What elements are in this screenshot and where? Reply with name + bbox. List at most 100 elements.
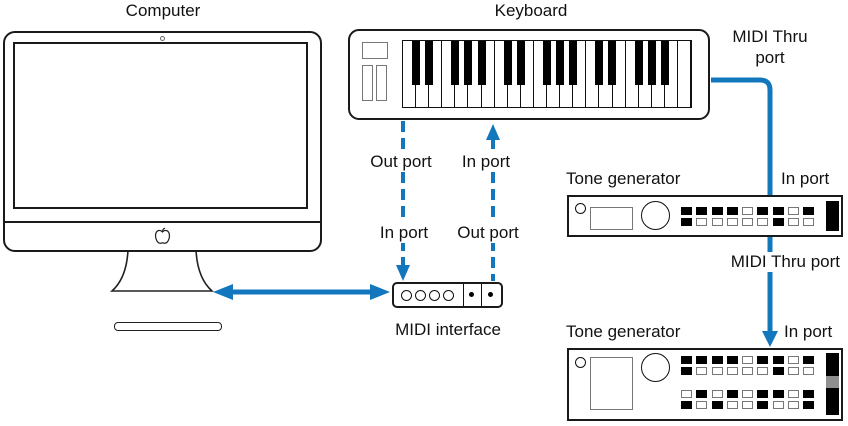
computer-title: Computer	[125, 1, 201, 20]
button-lit	[711, 356, 723, 364]
monitor-stand	[109, 249, 215, 292]
button	[696, 367, 708, 375]
button	[696, 401, 708, 409]
interface-to-keyboard-cable	[486, 124, 500, 281]
white-key	[677, 41, 692, 107]
button-lit	[696, 207, 708, 215]
button	[742, 401, 754, 409]
interface-port-hole	[415, 290, 426, 301]
tg2-display	[590, 357, 633, 410]
button	[788, 218, 800, 226]
out-port-label-lower: Out port	[445, 223, 531, 243]
button-lit	[757, 207, 769, 215]
tg1-knob	[641, 201, 670, 230]
tone-generator-2	[567, 348, 843, 421]
button	[742, 218, 754, 226]
black-key	[595, 41, 604, 85]
midi-keyboard	[348, 29, 710, 120]
button	[803, 367, 815, 375]
mod-wheel	[376, 65, 387, 101]
interface-divider	[463, 284, 464, 306]
out-port-label-upper: Out port	[358, 152, 444, 172]
button-lit	[803, 401, 815, 409]
button-lit	[803, 207, 815, 215]
interface-jack-dot	[469, 292, 474, 297]
tg1-buttons	[681, 207, 815, 229]
interface-port-hole	[429, 290, 440, 301]
interface-divider	[481, 284, 482, 306]
button-lit	[772, 367, 784, 375]
button-lit	[711, 401, 723, 409]
black-key	[425, 41, 434, 85]
button	[742, 356, 754, 364]
midi-thru-port-label-mid: MIDI Thru port	[700, 252, 842, 272]
arrowhead-down	[396, 265, 410, 281]
black-key	[412, 41, 421, 85]
button	[742, 207, 754, 215]
button	[681, 390, 692, 398]
tg2-buttons-bottom	[681, 390, 815, 412]
black-key	[556, 41, 565, 85]
button-lit	[681, 367, 692, 375]
tone-generator-2-label: Tone generator	[566, 322, 681, 341]
midi-interface	[392, 282, 503, 308]
button	[788, 207, 800, 215]
arrowhead-left	[213, 284, 233, 300]
black-key	[634, 41, 643, 85]
button-lit	[726, 390, 738, 398]
button	[788, 401, 800, 409]
black-key	[660, 41, 669, 85]
tg2-level-bar	[826, 353, 839, 415]
pitch-wheel	[362, 65, 373, 101]
tone-generator-1-label: Tone generator	[566, 169, 681, 188]
tone-generator-1-in-port-label: In port	[781, 169, 830, 188]
monitor-stand-base	[114, 322, 222, 331]
tg2-buttons-top	[681, 356, 815, 378]
button	[726, 367, 738, 375]
black-key	[516, 41, 525, 85]
black-key	[608, 41, 617, 85]
button-lit	[726, 356, 738, 364]
midi-thru-port-label-top: MIDI Thru port	[732, 27, 808, 67]
button	[788, 356, 800, 364]
black-key	[464, 41, 473, 85]
button	[803, 218, 815, 226]
midi-interface-label: MIDI interface	[395, 320, 501, 339]
computer-interface-cable	[213, 284, 390, 300]
button-lit	[681, 218, 692, 226]
tone-generator-1	[567, 195, 843, 237]
in-port-label-upper: In port	[445, 152, 527, 172]
button-lit	[772, 390, 784, 398]
keyboard-keys	[402, 40, 692, 108]
keyboard-to-interface-cable	[396, 121, 410, 281]
black-key	[503, 41, 512, 85]
keyboard-title: Keyboard	[494, 1, 568, 20]
button	[711, 367, 723, 375]
button	[726, 401, 738, 409]
button-lit	[772, 356, 784, 364]
computer-monitor	[3, 31, 322, 331]
interface-port-hole	[401, 290, 412, 301]
button-lit	[757, 390, 769, 398]
interface-port-hole	[443, 290, 454, 301]
button-lit	[803, 356, 815, 364]
interface-jack-dot	[488, 292, 493, 297]
black-key	[569, 41, 578, 85]
button	[742, 390, 754, 398]
computer-screen	[13, 42, 308, 209]
button-lit	[772, 207, 784, 215]
tg1-level-bar	[826, 201, 839, 231]
arrowhead-right	[370, 284, 390, 300]
tg2-knob	[641, 353, 670, 382]
button-lit	[772, 218, 784, 226]
button	[696, 218, 708, 226]
button-lit	[696, 390, 708, 398]
button	[726, 218, 738, 226]
in-port-label-lower: In port	[363, 223, 445, 243]
black-key	[451, 41, 460, 85]
button-lit	[696, 356, 708, 364]
button-lit	[757, 356, 769, 364]
power-led	[575, 203, 586, 214]
